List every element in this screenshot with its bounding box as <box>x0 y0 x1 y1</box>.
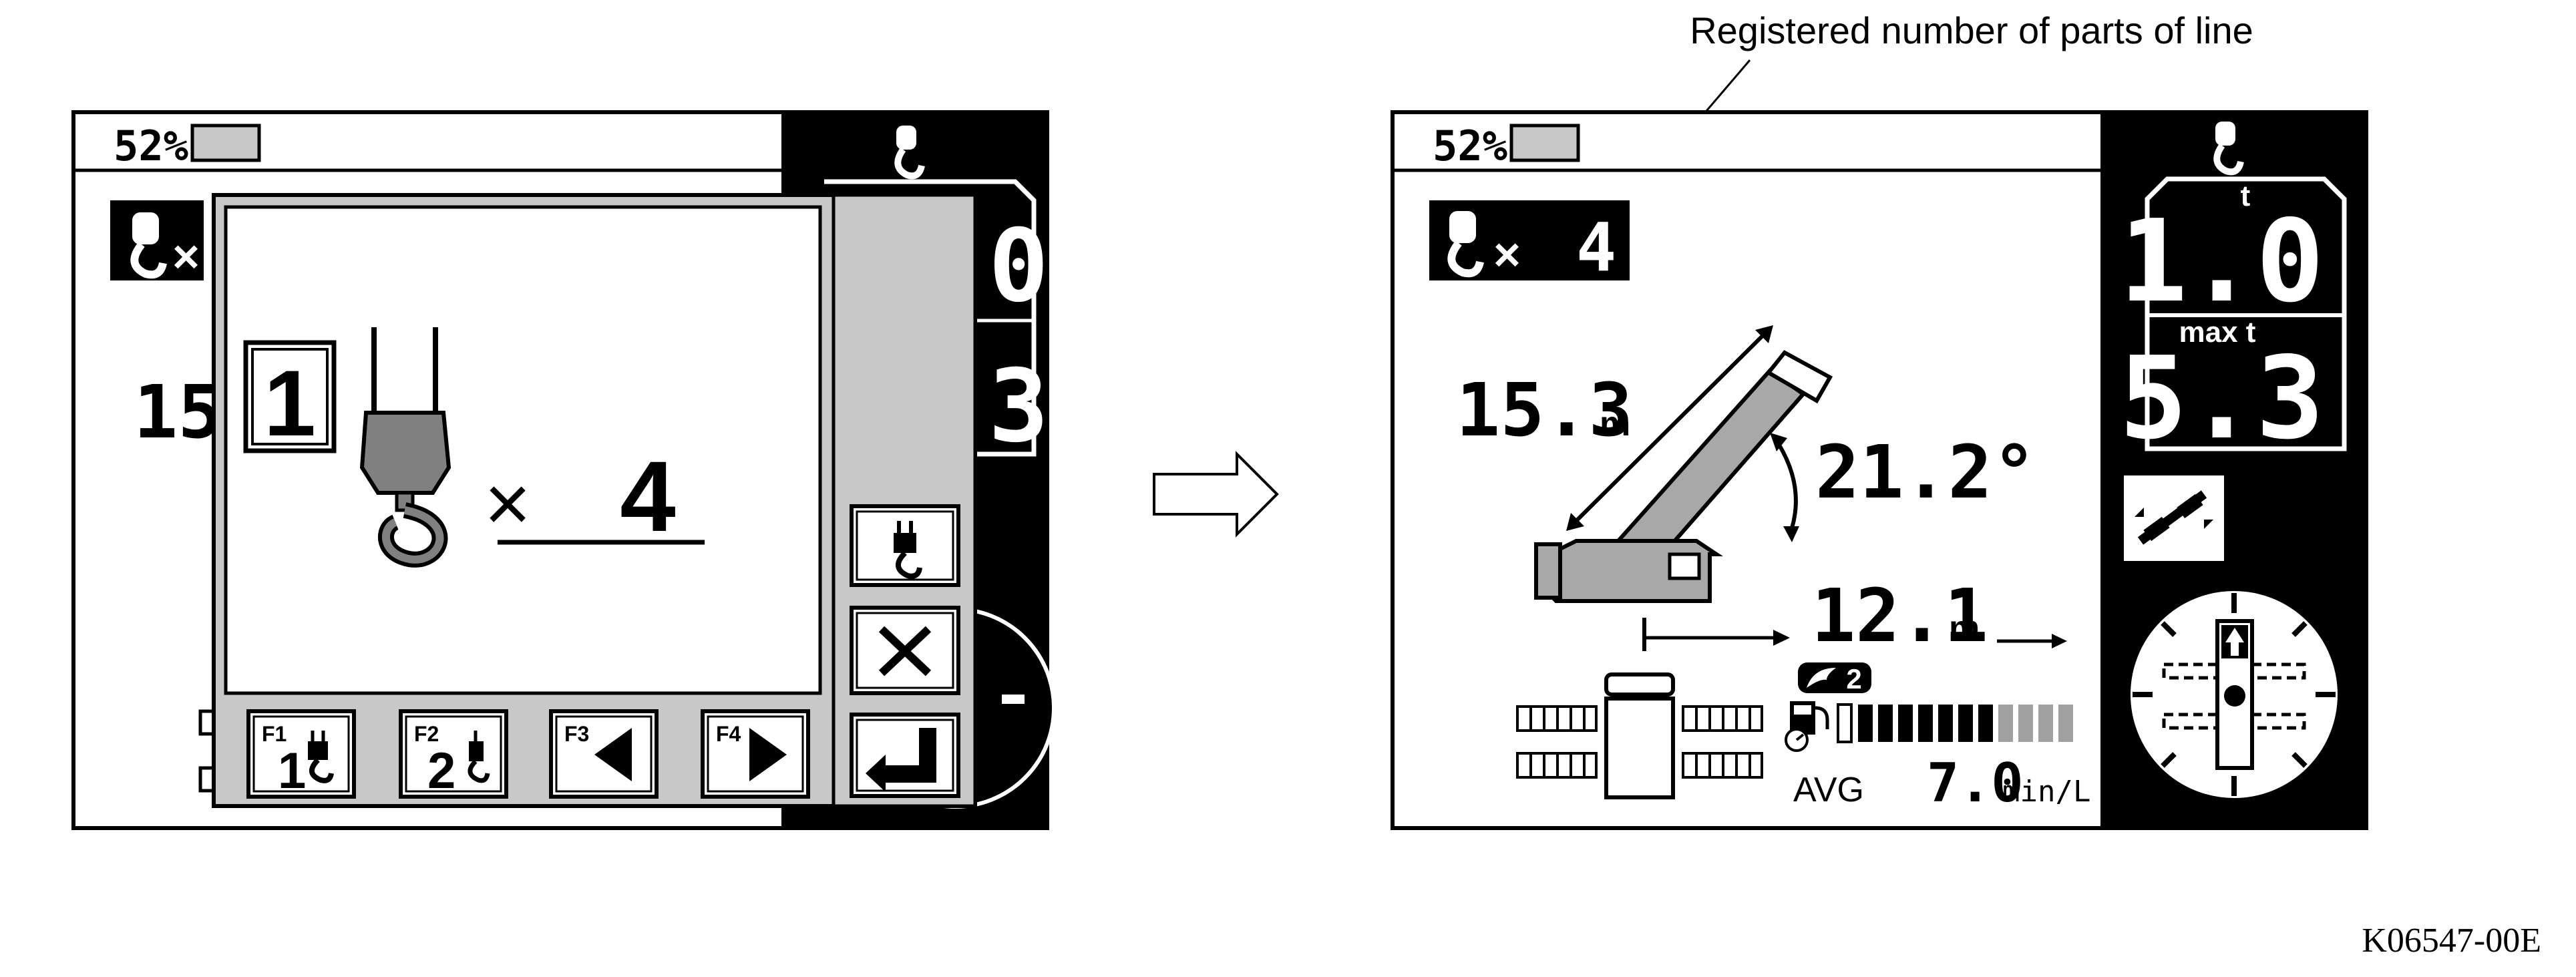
boom-angle: 21.2° <box>1815 429 2036 515</box>
parts-of-line-popup[interactable]: 1 × 4 <box>212 193 977 808</box>
load-unit: t <box>2241 180 2251 212</box>
popup-content <box>224 205 822 695</box>
cancel-button[interactable] <box>850 606 960 695</box>
hook-badge-times: × <box>172 230 200 282</box>
up-arrow-icon <box>2225 628 2244 656</box>
boom-length-partial: 15 <box>134 369 222 455</box>
hook-number-box <box>243 340 337 453</box>
hook-icon <box>2213 122 2244 176</box>
callout-label: Registered number of parts of line <box>1690 9 2253 51</box>
left-triangle-icon <box>594 728 632 781</box>
registered-parts-of-line: 4 <box>1576 208 1616 286</box>
enter-button[interactable] <box>850 713 960 798</box>
max-load: 5.3 <box>2119 333 2324 465</box>
f1-number: 1 <box>278 743 306 799</box>
fuel-pump-icon <box>1785 701 1829 752</box>
battery-icon <box>190 124 261 162</box>
fuel-tank-gauge <box>1516 672 1763 799</box>
slew-indicator <box>2127 587 2342 802</box>
f2-number: 2 <box>427 743 455 799</box>
max-load-digit-partial: 3 <box>988 349 1049 465</box>
multiply-sign: × <box>484 459 531 548</box>
aux-hook-icon <box>468 731 490 783</box>
f2-tag: F2 <box>414 722 439 746</box>
f1-button[interactable]: F1 1 <box>246 709 356 799</box>
fuel-avg-value: 7.0 <box>1927 752 2024 814</box>
fuel-avg-label: AVG <box>1793 771 1864 809</box>
hook-block-icon <box>359 327 451 568</box>
fuel-avg-unit: min/L <box>2002 775 2090 809</box>
boom-length-value: 15.3 <box>1456 367 1633 453</box>
max-load-label: max t <box>2179 316 2256 349</box>
working-radius-value: 12.1 <box>1811 573 1988 658</box>
hook-select-button[interactable] <box>850 504 960 587</box>
f2-button[interactable]: F2 2 <box>399 709 508 799</box>
f3-tag: F3 <box>564 722 589 746</box>
working-radius-unit: m <box>1949 609 1980 648</box>
right-triangle-icon <box>749 728 787 781</box>
battery-percent: 52% <box>114 122 188 170</box>
hook-icon <box>894 126 925 180</box>
boom-length-unit: m <box>1600 405 1630 443</box>
eco-mode-badge: 2 <box>1798 662 1871 695</box>
enter-icon <box>866 728 936 792</box>
transition-arrow-icon <box>1153 451 1279 538</box>
load-digit-partial: 0 <box>988 208 1049 325</box>
eco-level: 2 <box>1846 663 1861 695</box>
figure-id: K06547-00E <box>2362 922 2541 960</box>
selected-hook-number: 1 <box>264 351 316 455</box>
current-load: 1.0 <box>2119 196 2324 328</box>
fuel-efficiency-bar <box>1837 703 2073 743</box>
f4-button[interactable]: F4 <box>701 709 810 799</box>
close-icon <box>878 626 932 676</box>
right-screen: 52% t 1.0 max t 5.3 <box>1391 110 2368 830</box>
battery-icon <box>1509 124 1580 162</box>
left-screen: 52% 0 3 × 15 <box>71 110 1056 830</box>
f3-button[interactable]: F3 <box>549 709 659 799</box>
load-box <box>2145 176 2347 451</box>
f4-tag: F4 <box>716 722 741 746</box>
crane-boom-icon <box>1534 325 1833 603</box>
f1-tag: F1 <box>262 722 287 746</box>
hook-badge-times: × <box>1493 228 1521 280</box>
hook-icon <box>308 731 334 783</box>
leaf-icon <box>1807 668 1836 688</box>
outrigger-icon <box>2124 475 2224 561</box>
battery-percent: 52% <box>1433 122 1507 170</box>
parts-of-line-value: 4 <box>620 440 675 552</box>
hook-icon <box>894 521 922 579</box>
